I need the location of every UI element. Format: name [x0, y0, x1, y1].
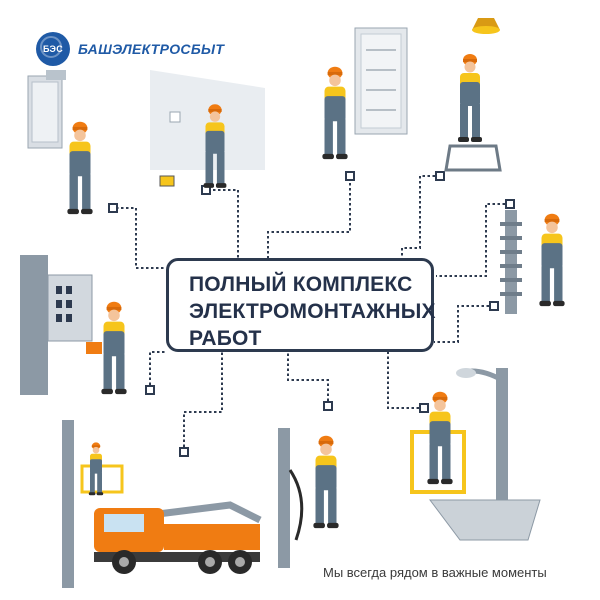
- scene-electrical-panel: [27, 70, 93, 215]
- scene-distribution-box: [20, 255, 127, 395]
- connector-lines: [116, 175, 510, 452]
- scene-ceiling-lamp: [444, 18, 502, 172]
- headline-line-1: ПОЛНЫЙ КОМПЛЕКС: [189, 273, 413, 296]
- scene-wall-socket: [150, 70, 265, 188]
- brand-abbr: БЭС: [42, 44, 64, 54]
- headline-line-2: ЭЛЕКТРОМОНТАЖНЫХ: [189, 300, 436, 323]
- scene-utility-pole: [278, 428, 339, 568]
- headline-line-3: РАБОТ: [189, 327, 262, 350]
- scene-switchboard: [322, 27, 408, 160]
- slogan-text: Мы всегда рядом в важные моменты: [323, 565, 547, 580]
- brand-logo: БЭС БАШЭЛЕКТРОСБЫТ: [36, 32, 224, 66]
- brand-emblem-icon: БЭС: [36, 32, 70, 66]
- scene-bucket-truck: [62, 420, 262, 588]
- brand-name: БАШЭЛЕКТРОСБЫТ: [78, 41, 225, 57]
- scene-insulator: [500, 210, 565, 314]
- scene-street-light: [410, 368, 541, 541]
- headline-box: ПОЛНЫЙ КОМПЛЕКС ЭЛЕКТРОМОНТАЖНЫХ РАБОТ: [166, 258, 436, 352]
- connector-nodes: [108, 171, 515, 457]
